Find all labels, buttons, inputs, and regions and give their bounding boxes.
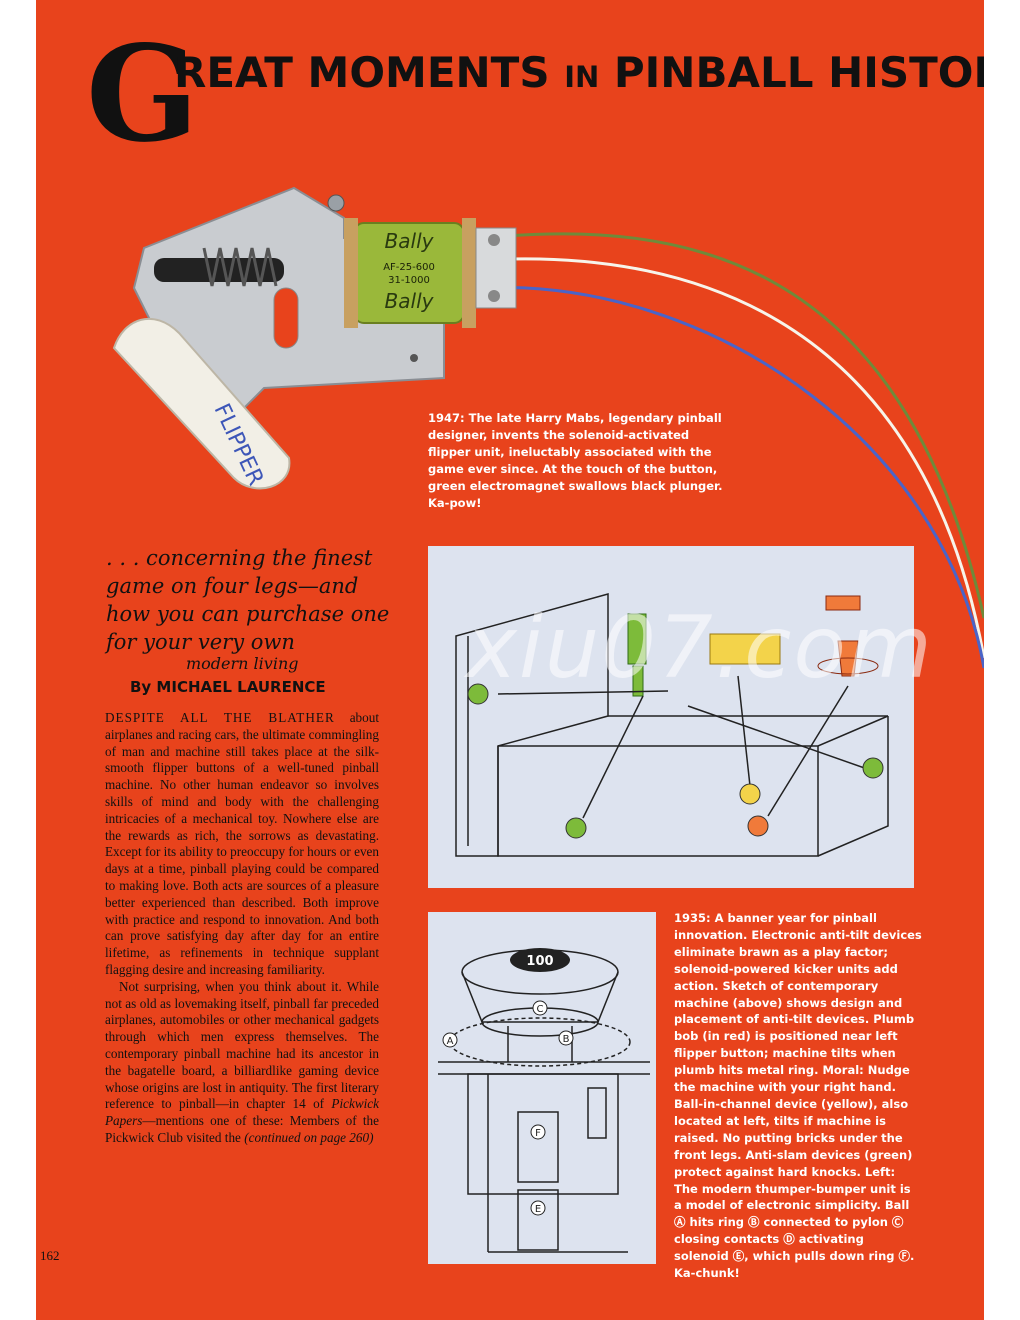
paragraph-2-text-a: Not surprising, when you think about it.…	[105, 978, 379, 1112]
coil-label-1: AF-25-600	[383, 262, 435, 273]
label-f: F	[535, 1128, 541, 1139]
caption-1935-year: 1935:	[674, 911, 711, 925]
caption-1947: 1947: The late Harry Mabs, legendary pin…	[428, 410, 728, 512]
ball-channel-marker	[739, 783, 761, 805]
label-a: A	[447, 1036, 454, 1047]
coil-brand-bottom: Bally	[385, 289, 435, 313]
slam-marker-2	[565, 817, 587, 839]
magazine-page: G REAT MOMENTS in PINBALL HISTORY Bally …	[36, 0, 984, 1320]
slam-marker-3	[862, 757, 884, 779]
title-text: REAT MOMENTS in PINBALL HISTORY	[174, 48, 984, 97]
section-name: modern living	[186, 654, 299, 673]
thumper-bumper-diagram: 100 A B C E F	[428, 912, 656, 1264]
label-e: E	[535, 1204, 541, 1215]
paragraph-1: DESPITE ALL THE BLATHER about airplanes …	[105, 710, 379, 979]
watermark: xiu07.com	[466, 598, 934, 698]
wire-blue	[483, 286, 984, 669]
caption-1935-text: A banner year for pinball innovation. El…	[674, 911, 922, 1281]
page-title: G REAT MOMENTS in PINBALL HISTORY	[86, 17, 984, 172]
paragraph-1-text: about airplanes and racing cars, the ult…	[105, 710, 380, 977]
book-title: Pickwick Papers	[105, 1096, 379, 1129]
machine-sketch-diagram	[428, 546, 914, 888]
plumb-bob-marker	[747, 815, 769, 837]
bumper-value: 100	[526, 954, 553, 969]
coil-brand-top: Bally	[385, 229, 435, 253]
slam-device-green	[627, 613, 647, 697]
label-b: B	[563, 1034, 570, 1045]
paragraph-2-text-b: —mentions one of these: Members of the P…	[105, 1113, 379, 1145]
label-c: C	[537, 1004, 544, 1015]
flipper-unit-photo: Bally AF-25-600 31-1000 Bally FLIPPER	[112, 186, 984, 669]
wire-green	[483, 232, 984, 619]
continued-link[interactable]: (continued on page 260)	[244, 1129, 374, 1145]
article-body: DESPITE ALL THE BLATHER about airplanes …	[105, 710, 379, 1147]
coil-label-2: 31-1000	[388, 275, 430, 286]
caption-1935: 1935: A banner year for pinball innovati…	[674, 910, 922, 1282]
paragraph-2: Not surprising, when you think about it.…	[105, 979, 379, 1147]
caption-1947-year: 1947:	[428, 411, 465, 425]
title-initial: G	[86, 17, 199, 172]
flipper-bat	[112, 317, 291, 490]
slam-marker-1	[467, 683, 489, 705]
plumb-bob-red	[817, 595, 879, 677]
ball-in-channel-yellow	[709, 633, 781, 665]
tagline: . . . concerning the finest game on four…	[106, 546, 390, 654]
wire-white	[483, 257, 984, 659]
page-number: 162	[40, 1248, 60, 1263]
byline: By MICHAEL LAURENCE	[130, 678, 326, 696]
lead-in: DESPITE ALL THE BLATHER	[105, 710, 335, 725]
caption-1947-text: The late Harry Mabs, legendary pinball d…	[428, 411, 723, 510]
